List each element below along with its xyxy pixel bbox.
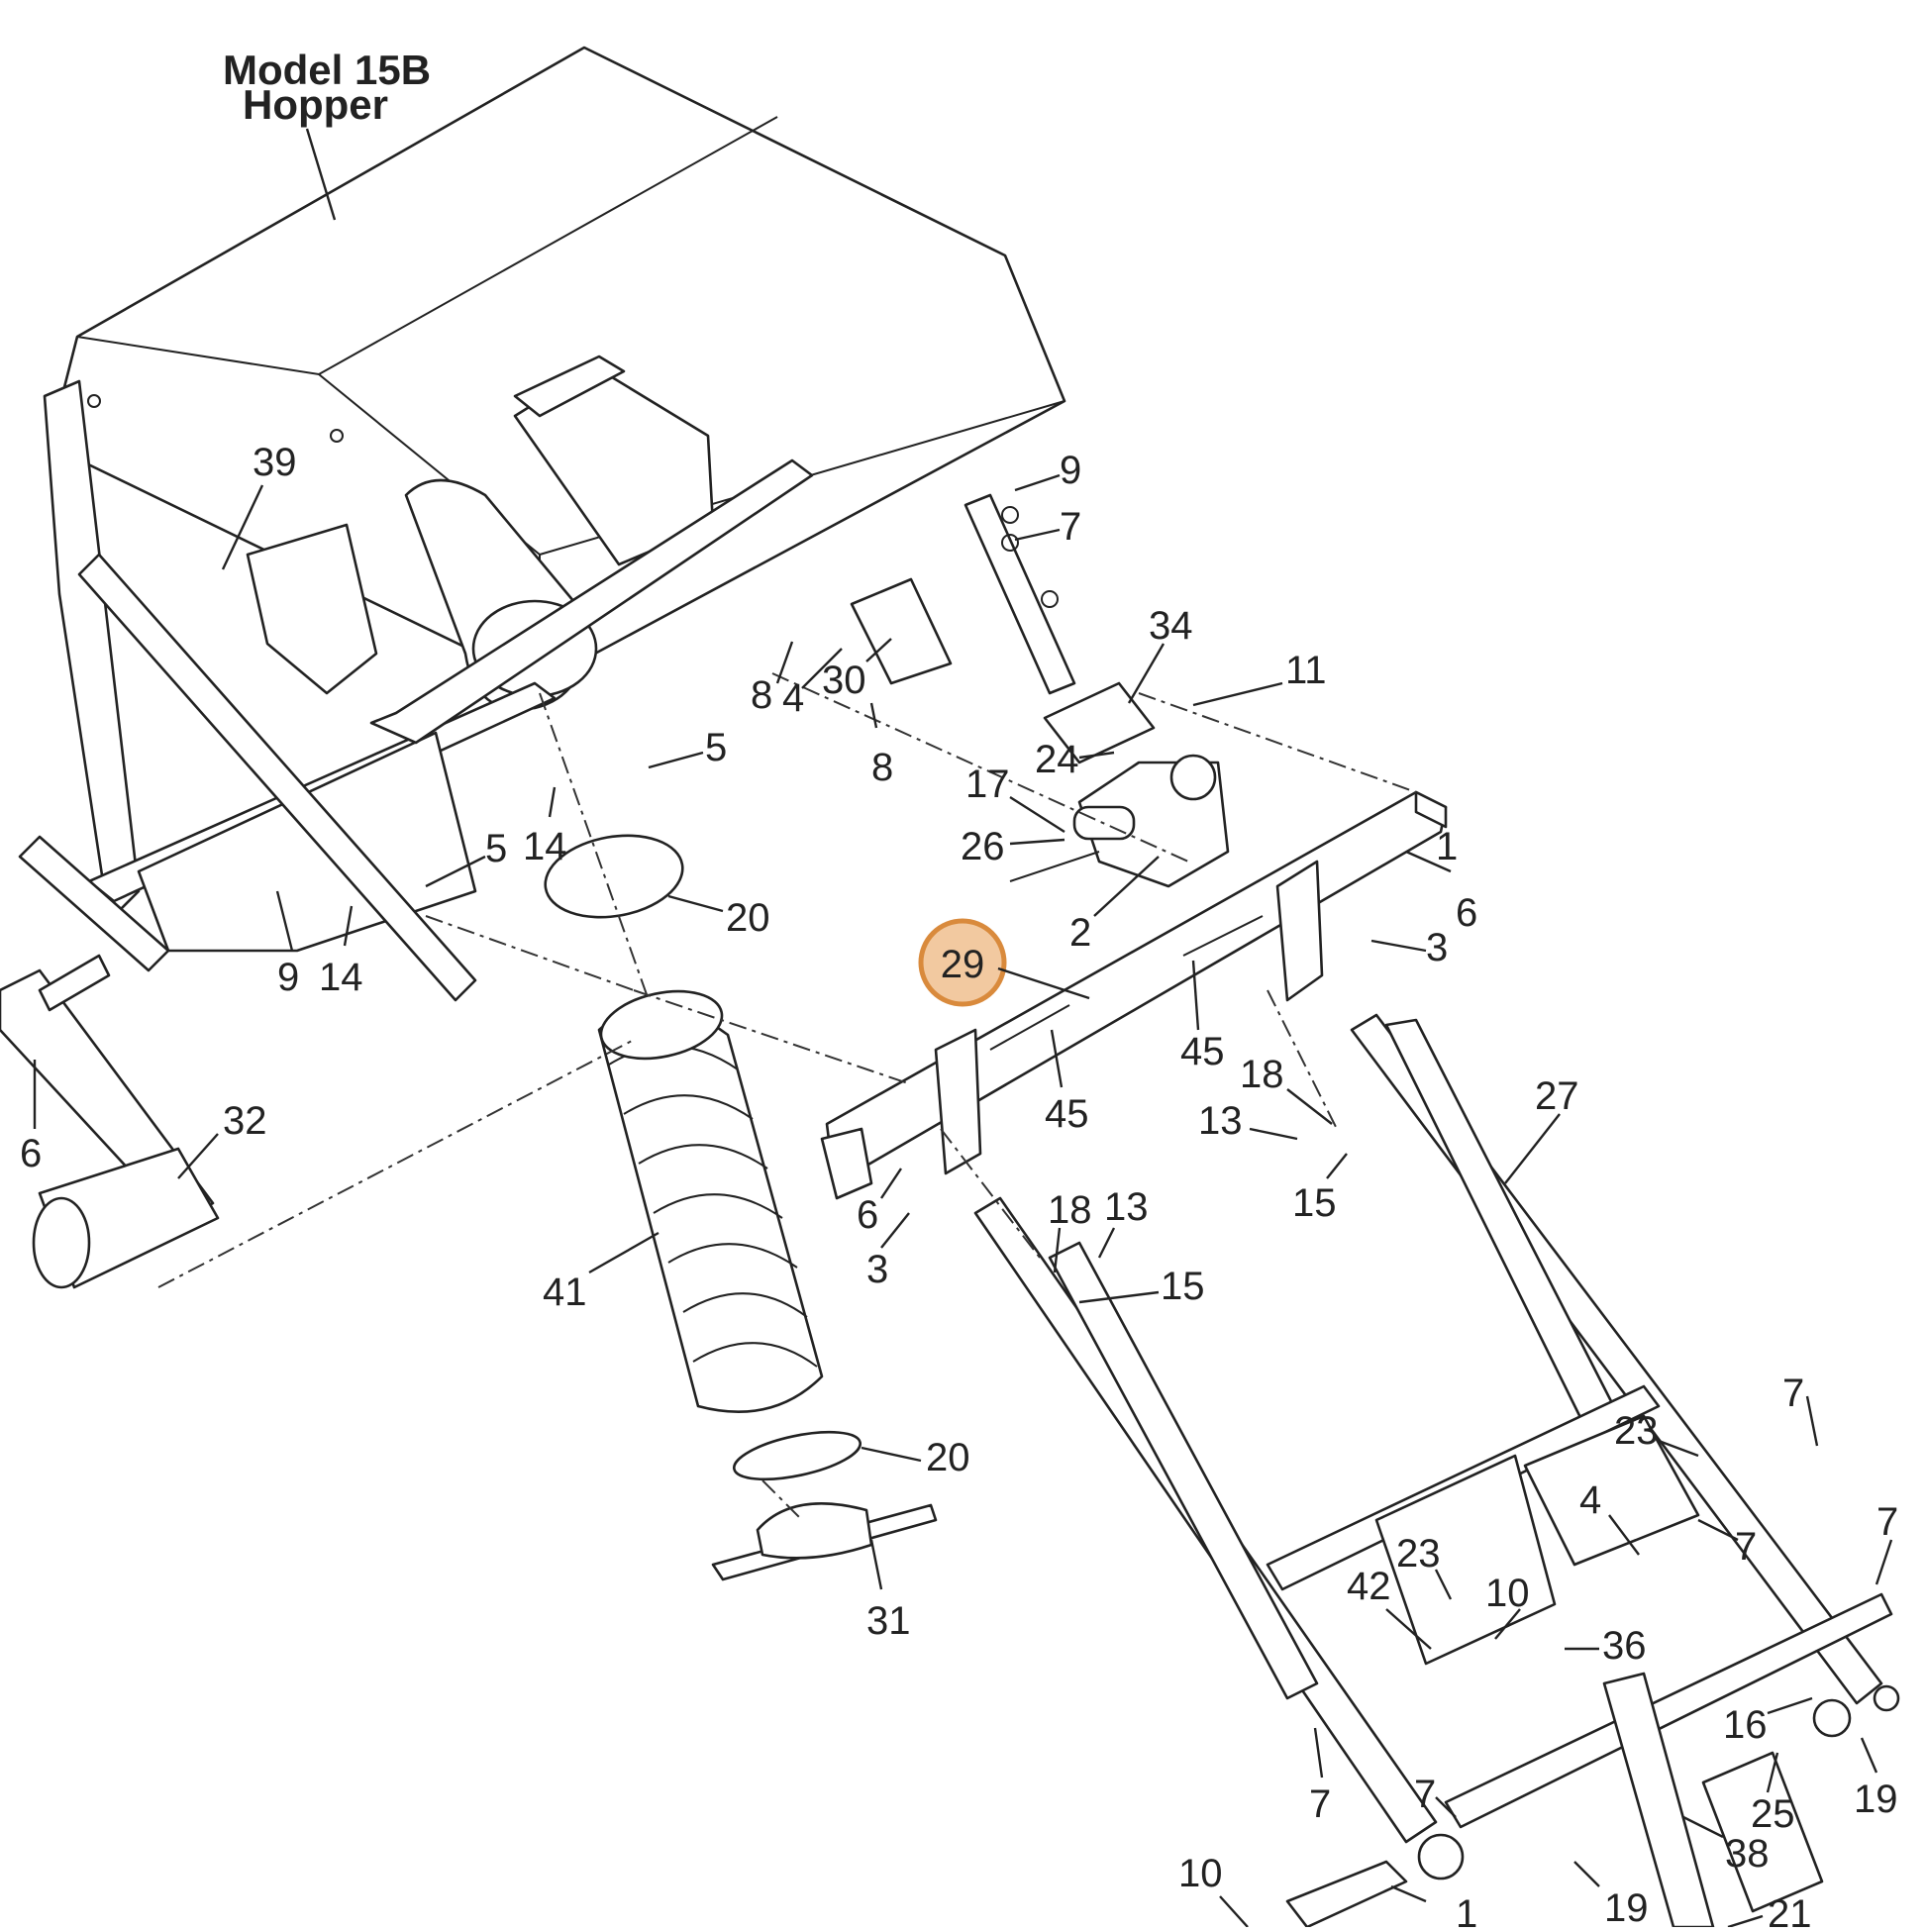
callout-3-top: 3 [1426,926,1448,969]
callout-19-bottom: 19 [1604,1886,1649,1927]
callout-14-left: 14 [319,956,363,999]
callout-6-top: 6 [1456,891,1477,935]
callout-20-bottom: 20 [926,1436,970,1479]
callout-8-bottom: 8 [871,746,893,789]
callout-14-mid: 14 [523,825,567,868]
callout-10-bottom: 10 [1178,1852,1223,1895]
callout-29-leader [997,966,1090,1000]
callout-7-right-top: 7 [1782,1372,1804,1415]
callout-8-left: 8 [751,673,772,717]
lower-right-mechanism [1285,1672,1900,1929]
flex-hose [597,989,824,1413]
callout-5-mid: 5 [485,827,507,870]
callout-11: 11 [1285,649,1327,692]
title-line-1: Model 15B [223,47,431,93]
callout-17: 17 [965,763,1010,806]
callout-13-mid: 13 [1104,1185,1149,1229]
callout-9-left: 9 [277,956,299,999]
assembly-lines [157,672,1417,1521]
bottom-adaptor [711,1502,938,1581]
callout-7-far-right: 7 [1876,1500,1898,1544]
callout-23-mid: 23 [1396,1532,1441,1576]
callout-29[interactable]: 29 [941,943,985,986]
rear-mount-bracket [850,493,1156,764]
callout-27: 27 [1535,1074,1579,1118]
callout-45-left: 45 [1045,1092,1089,1136]
hose-clamp-lower [732,1430,862,1481]
callout-1-top: 1 [1436,825,1458,868]
callout-7-right-mid: 7 [1735,1525,1757,1569]
callout-30: 30 [822,659,866,702]
callout-16: 16 [1723,1703,1768,1747]
callout-25: 25 [1751,1792,1795,1836]
highlight-circle[interactable] [918,918,1007,1007]
callout-19-right: 19 [1854,1778,1898,1821]
callout-20-top: 20 [726,896,770,940]
hose-clamp-upper [544,834,684,919]
title-line-2: Hopper [243,81,388,128]
title-leader [305,128,337,221]
callout-1-bottom: 1 [1456,1892,1477,1927]
callout-31: 31 [866,1599,911,1643]
callout-23-right: 23 [1614,1409,1659,1453]
callout-18-right: 18 [1240,1053,1284,1096]
callout-7-bottom-left: 7 [1309,1782,1331,1826]
callout-9-top: 9 [1060,449,1081,492]
callout-39: 39 [253,441,297,484]
callout-21: 21 [1768,1892,1812,1927]
callout-13-right: 13 [1198,1099,1243,1143]
callout-7-bottom-mid: 7 [1414,1773,1436,1816]
callout-10-mid: 10 [1485,1572,1530,1615]
callout-41: 41 [543,1271,587,1314]
callout-15-mid: 15 [1161,1265,1205,1308]
callout-3-mid: 3 [866,1248,888,1291]
callout-labels: 39 9 7 34 11 8 4 30 8 5 24 17 26 14 5 20… [20,441,1898,1932]
callout-2: 2 [1069,911,1091,955]
callout-34: 34 [1149,604,1193,648]
main-frame [973,1013,1893,1844]
highlighted-callout-29[interactable]: 29 [918,918,1090,1007]
callout-38: 38 [1725,1832,1770,1876]
callout-26: 26 [961,825,1005,868]
callout-32: 32 [223,1099,267,1143]
callout-7-top: 7 [1060,505,1081,549]
left-side-assembly [0,954,220,1289]
callout-6-mid: 6 [857,1193,878,1237]
callout-45-right: 45 [1180,1030,1225,1073]
callout-4-right: 4 [1579,1478,1601,1522]
callout-24: 24 [1035,738,1079,781]
callout-15-right: 15 [1292,1181,1337,1225]
callout-5-top: 5 [705,726,727,769]
callout-36: 36 [1602,1624,1647,1668]
callout-42: 42 [1347,1565,1391,1608]
callout-6-left: 6 [20,1132,42,1175]
callout-4-top: 4 [782,676,804,720]
hopper-bottom-rail [18,458,814,1002]
callout-18-mid: 18 [1048,1188,1092,1232]
